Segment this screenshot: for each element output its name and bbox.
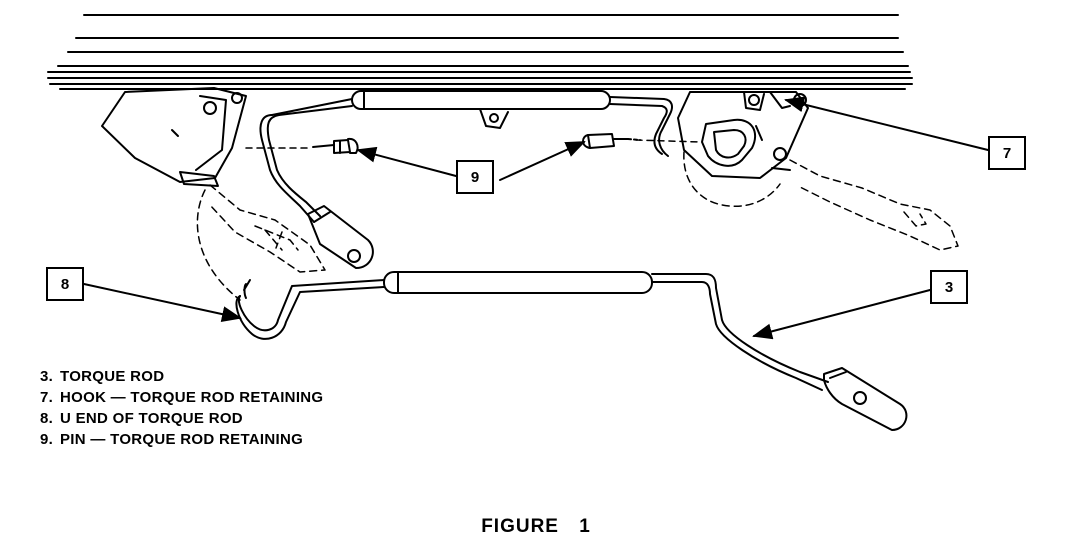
leader-3	[752, 289, 931, 340]
leader-lines	[83, 96, 989, 340]
right-hinge-bracket	[677, 91, 809, 179]
legend-item: 3. TORQUE ROD	[40, 366, 323, 387]
left-hinge-swing	[196, 184, 326, 301]
legend-item-text: PIN — TORQUE ROD RETAINING	[60, 431, 304, 448]
retaining-pin-right	[582, 133, 641, 149]
legend-item: 7. HOOK — TORQUE ROD RETAINING	[40, 387, 323, 408]
legend-item-text: HOOK — TORQUE ROD RETAINING	[60, 389, 324, 406]
upper-rod-end	[307, 205, 374, 269]
legend-item-number: 3.	[40, 368, 54, 385]
callout-7-label: 7	[1002, 144, 1012, 162]
retaining-pin-left	[312, 137, 359, 154]
callout-7: 7	[988, 136, 1026, 170]
leader-7	[784, 96, 989, 151]
leader-9-right	[499, 141, 586, 181]
legend-item-number: 7.	[40, 389, 54, 406]
right-hinge-swing	[683, 151, 959, 251]
frame-rails	[47, 14, 913, 90]
leader-9-left	[356, 146, 457, 177]
callout-3-label: 3	[944, 278, 954, 296]
legend-item: 8. U END OF TORQUE ROD	[40, 408, 323, 429]
legend-item-text: U END OF TORQUE ROD	[60, 410, 243, 427]
callout-9: 9	[456, 160, 494, 194]
lower-torque-rod	[235, 271, 829, 391]
pin-axis	[245, 139, 701, 149]
upper-torque-rod	[259, 90, 673, 223]
lower-rod-end	[823, 367, 908, 431]
legend-item-number: 8.	[40, 410, 54, 427]
callout-8: 8	[46, 267, 84, 301]
figure-caption: FIGURE 1	[481, 516, 591, 537]
parts-legend: 3. TORQUE ROD 7. HOOK — TORQUE ROD RETAINI…	[40, 366, 323, 450]
left-hinge-bracket	[101, 87, 247, 187]
callout-3: 3	[930, 270, 968, 304]
legend-item-text: TORQUE ROD	[60, 368, 165, 385]
callout-8-label: 8	[60, 275, 70, 293]
leader-8	[83, 283, 242, 322]
legend-item: 9. PIN — TORQUE ROD RETAINING	[40, 429, 323, 450]
legend-item-number: 9.	[40, 431, 54, 448]
callout-9-label: 9	[470, 168, 480, 186]
